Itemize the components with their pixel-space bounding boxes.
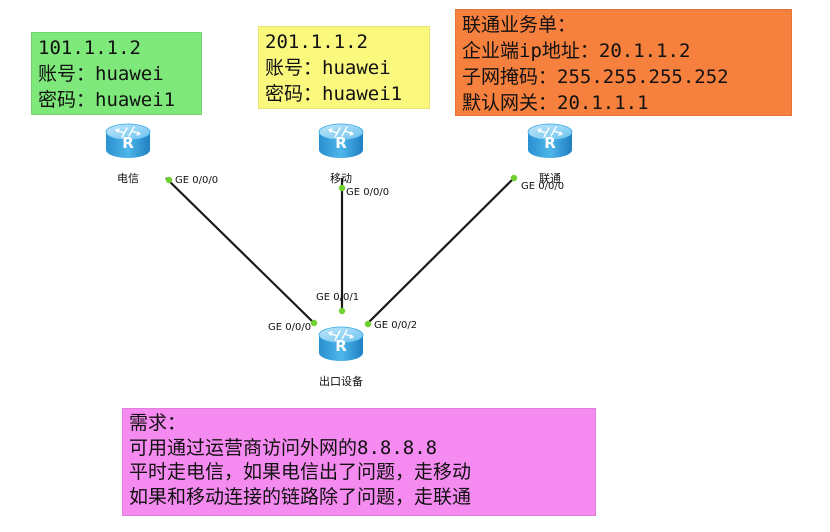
note-yidong-account: 账号：huawei xyxy=(265,57,391,79)
port-label-chukou-1: GE 0/0/1 xyxy=(316,292,359,303)
note-requirement-line-1: 可用通过运营商访问外网的8.8.8.8 xyxy=(129,436,438,459)
note-liantong-gateway: 默认网关：20.1.1.1 xyxy=(462,92,649,114)
router-liantong[interactable] xyxy=(527,123,573,159)
note-requirement-title: 需求： xyxy=(129,412,187,434)
port-label-chukou-2: GE 0/0/2 xyxy=(374,320,417,331)
port-dot-yidong[interactable] xyxy=(338,184,346,192)
note-yidong: 201.1.1.2 账号：huawei 密码：huawei1 xyxy=(258,26,430,109)
router-icon xyxy=(527,123,573,159)
port-label-yidong: GE 0/0/0 xyxy=(346,187,389,198)
port-dot-chukou-2[interactable] xyxy=(364,320,372,328)
note-dianxin-password: 密码：huawei1 xyxy=(38,89,176,111)
router-icon xyxy=(318,123,364,159)
router-yidong[interactable] xyxy=(318,123,364,159)
note-liantong-title: 联通业务单： xyxy=(462,14,577,36)
router-label-dianxin: 电信 xyxy=(117,172,139,185)
router-label-liantong: 联通 xyxy=(539,172,561,185)
note-liantong-ip: 企业端ip地址：20.1.1.2 xyxy=(462,40,691,62)
router-dianxin[interactable] xyxy=(105,123,151,159)
router-chukou[interactable] xyxy=(318,326,364,362)
port-label-dianxin: GE 0/0/0 xyxy=(175,175,218,186)
router-icon xyxy=(105,123,151,159)
note-yidong-password: 密码：huawei1 xyxy=(265,83,403,105)
port-dot-chukou-0[interactable] xyxy=(310,319,318,327)
router-label-chukou: 出口设备 xyxy=(319,374,363,388)
port-dot-liantong[interactable] xyxy=(510,174,518,182)
link-liantong-chukou xyxy=(366,177,515,325)
note-dianxin-ip: 101.1.1.2 xyxy=(38,37,141,59)
note-requirement: 需求： 可用通过运营商访问外网的8.8.8.8 平时走电信，如果电信出了问题，走… xyxy=(122,408,596,516)
note-requirement-line-2: 平时走电信，如果电信出了问题，走移动 xyxy=(129,461,472,483)
router-label-yidong: 移动 xyxy=(330,172,352,185)
note-liantong-mask: 子网掩码：255.255.255.252 xyxy=(462,66,729,88)
port-label-chukou-0: GE 0/0/0 xyxy=(268,322,311,333)
note-dianxin: 101.1.1.2 账号：huawei 密码：huawei1 xyxy=(31,32,202,115)
port-dot-dianxin[interactable] xyxy=(165,176,173,184)
router-icon xyxy=(318,326,364,362)
note-yidong-ip: 201.1.1.2 xyxy=(265,31,368,53)
port-dot-chukou-1[interactable] xyxy=(338,307,346,315)
port-label-liantong: GE 0/0/0 xyxy=(521,181,564,192)
link-dianxin-chukou xyxy=(165,177,316,325)
note-requirement-line-3: 如果和移动连接的链路除了问题，走联通 xyxy=(129,485,472,508)
note-liantong: 联通业务单： 企业端ip地址：20.1.1.2 子网掩码：255.255.255… xyxy=(455,9,792,116)
note-dianxin-account: 账号：huawei xyxy=(38,63,164,85)
